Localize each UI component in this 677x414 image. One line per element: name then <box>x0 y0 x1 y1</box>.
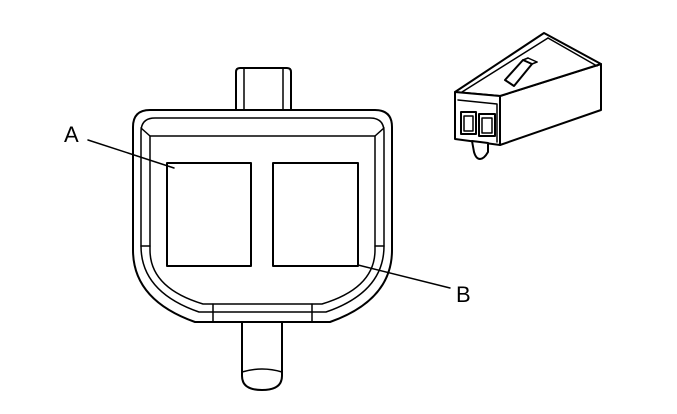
isometric-cavity-b <box>478 113 496 137</box>
callout-label-b: B <box>456 282 471 307</box>
leader-line-b <box>357 264 451 289</box>
callout-label-a: A <box>64 122 79 147</box>
leader-line-a <box>87 139 175 169</box>
terminal-cavity-a <box>166 162 252 267</box>
bottom-key-post <box>241 301 283 391</box>
callout-b: B <box>357 264 471 307</box>
isometric-key <box>471 140 489 160</box>
callout-a: A <box>64 122 175 169</box>
terminal-cavity-b <box>272 162 359 267</box>
cavity-outline <box>149 135 376 305</box>
housing-inner-wall <box>140 117 385 313</box>
top-latch-tab <box>235 67 292 118</box>
connector-isometric-view <box>454 32 602 160</box>
connector-face-view <box>132 67 393 391</box>
